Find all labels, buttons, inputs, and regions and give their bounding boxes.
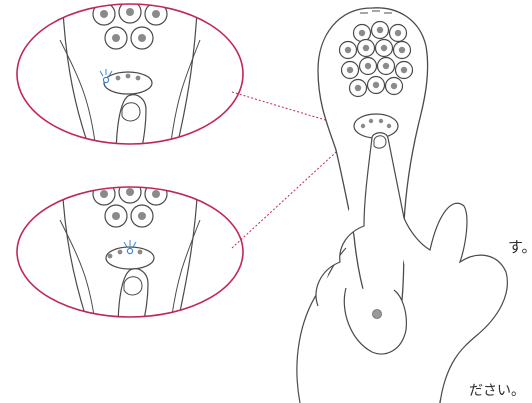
- callout-top-device: [61, 4, 199, 144]
- device-grip: [343, 287, 407, 355]
- text-fragment-right: す。: [508, 238, 532, 256]
- light-rays: [123, 240, 137, 248]
- indicator-light-icon: [102, 76, 110, 84]
- vent-slits: [360, 10, 392, 14]
- callout-bottom: [16, 186, 244, 318]
- pressing-hand: [315, 132, 508, 403]
- callout-top: [16, 3, 244, 145]
- indicator-light-icon: [126, 247, 134, 255]
- power-button-icon: [372, 309, 382, 319]
- callout-bottom-frame: [16, 186, 244, 318]
- main-device: [296, 7, 508, 403]
- text-fragment-bottom: ださい。: [469, 383, 525, 399]
- callout-top-dots: [115, 73, 141, 81]
- light-rays: [99, 69, 113, 77]
- callout-bottom-dots: [107, 249, 143, 259]
- callout-top-frame: [16, 3, 244, 145]
- fingernail: [373, 135, 387, 149]
- indicator-dots: [360, 118, 392, 129]
